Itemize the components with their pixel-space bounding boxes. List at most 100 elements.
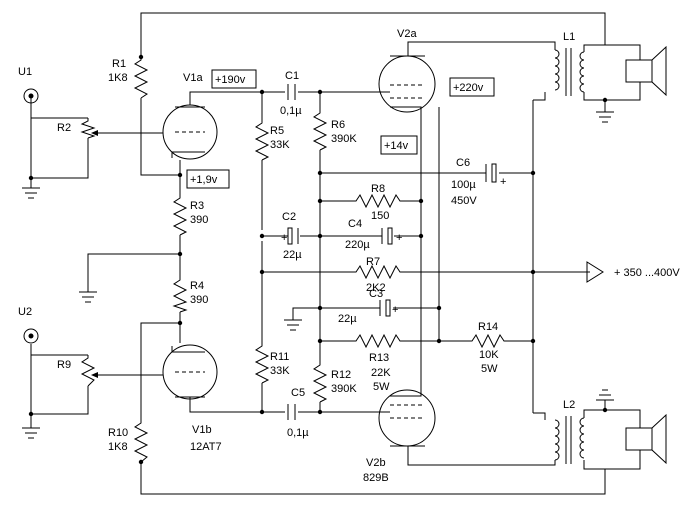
- resistor-r8: [350, 193, 406, 209]
- label-c6-value: 100µ: [451, 179, 476, 191]
- label-r8: R8: [371, 183, 385, 195]
- label-c5: C5: [291, 387, 305, 399]
- label-c6: C6: [456, 157, 470, 169]
- transformer-l1: [554, 48, 585, 96]
- label-v2b: V2b: [366, 457, 386, 469]
- ground-symbols: [22, 111, 614, 439]
- label-r9: R9: [57, 359, 71, 371]
- label-l2: L2: [563, 399, 575, 411]
- label-r5: R5: [270, 125, 284, 137]
- label-u1: U1: [18, 66, 32, 78]
- resistor-r4: [172, 278, 188, 313]
- speaker-bottom: [625, 413, 667, 465]
- label-c1-value: 0,1µ: [280, 105, 302, 117]
- resistor-r1: [133, 57, 149, 99]
- label-r2: R2: [57, 122, 71, 134]
- label-r6: R6: [331, 119, 345, 131]
- label-r1-value: 1K8: [108, 72, 128, 84]
- label-c1: C1: [285, 70, 299, 82]
- transformer-l2: [554, 416, 585, 464]
- label-r12-value: 390K: [331, 383, 357, 395]
- tube-v1b: [162, 344, 218, 400]
- label-c2: C2: [282, 211, 296, 223]
- label-r14: R14: [478, 321, 498, 333]
- capacitor-c4: [381, 227, 393, 245]
- resistor-r7: [350, 264, 406, 280]
- label-voltage-19: +1,9v: [190, 174, 218, 186]
- label-r4: R4: [190, 280, 204, 292]
- label-v1a: V1a: [183, 72, 203, 84]
- capacitor-c6: [485, 163, 497, 183]
- label-c6-rating: 450V: [451, 195, 477, 207]
- label-r11-value: 33K: [270, 365, 290, 377]
- speaker-top: [625, 45, 667, 97]
- label-r11: R11: [270, 351, 289, 363]
- label-c5-value: 0,1µ: [287, 427, 309, 439]
- label-c4-value: 220µ: [345, 239, 370, 251]
- resistor-r11: [254, 343, 270, 384]
- label-u2: U2: [18, 306, 32, 318]
- wires: [30, 12, 641, 495]
- label-c3: C3: [369, 288, 383, 300]
- resistor-r3: [172, 195, 188, 236]
- voltage-box-14: [380, 135, 418, 155]
- capacitor-c5: [287, 404, 296, 420]
- tube-v2b: [378, 389, 436, 447]
- label-r8-value: 150: [371, 210, 389, 222]
- label-r5-value: 33K: [270, 139, 290, 151]
- label-v2a: V2a: [397, 28, 417, 40]
- label-r12: R12: [331, 369, 351, 381]
- label-r13-value: 22K: [371, 367, 391, 379]
- label-v1b: V1b: [192, 424, 212, 436]
- tube-v2a: [378, 55, 436, 113]
- potentiometer-r9: [80, 355, 103, 387]
- labels: U1 U2 R1 1K8 R2 R3 390 R4 390 R5 33K R6 …: [18, 28, 680, 484]
- resistor-r13: [350, 333, 406, 349]
- label-r6-value: 390K: [331, 133, 357, 145]
- resistor-r14: [466, 333, 510, 349]
- capacitor-c2: [287, 227, 299, 245]
- label-voltage-190: +190v: [215, 74, 246, 86]
- capacitor-c3: [379, 299, 391, 317]
- label-r7-value: 2K2: [366, 282, 386, 294]
- resistor-r12: [312, 362, 328, 403]
- label-voltage-220: +220v: [453, 82, 484, 94]
- resistor-r10: [133, 420, 149, 463]
- label-c3-value: 22µ: [338, 313, 357, 325]
- capacitor-c1: [287, 84, 296, 100]
- input-jack-u2: [23, 328, 39, 344]
- voltage-box-19: [186, 169, 230, 189]
- label-c2-value: 22µ: [283, 249, 302, 261]
- junction-dots: [28, 54, 608, 465]
- label-l1: L1: [563, 31, 575, 43]
- label-r13-rating: 5W: [373, 381, 390, 393]
- polarity-c2: +: [281, 232, 287, 244]
- label-v2b-type: 829B: [363, 472, 389, 484]
- label-r10: R10: [108, 427, 128, 439]
- label-r14-rating: 5W: [481, 363, 498, 375]
- label-r4-value: 390: [190, 294, 208, 306]
- input-jack-u1: [23, 88, 39, 104]
- resistor-r5: [254, 120, 270, 161]
- label-voltage-14: +14v: [384, 140, 409, 152]
- polarity-c3: +: [392, 304, 398, 316]
- label-r13: R13: [369, 352, 389, 364]
- supply-arrow: [586, 261, 604, 283]
- label-r3-value: 390: [190, 214, 208, 226]
- label-supply: + 350 ...400V: [614, 267, 680, 279]
- label-r10-value: 1K8: [108, 441, 128, 453]
- potentiometer-r2: [80, 118, 103, 139]
- label-r1: R1: [112, 58, 126, 70]
- label-r3: R3: [190, 200, 204, 212]
- voltage-box-190: [211, 69, 257, 89]
- label-c4: C4: [348, 218, 362, 230]
- label-r14-value: 10K: [479, 349, 499, 361]
- polarity-c6: +: [500, 176, 506, 188]
- label-r7: R7: [366, 256, 380, 268]
- voltage-box-220: [449, 77, 495, 97]
- resistor-r6: [312, 110, 328, 151]
- tube-v1a: [162, 104, 218, 160]
- label-v1b-type: 12AT7: [190, 441, 222, 453]
- polarity-c4: +: [396, 232, 402, 244]
